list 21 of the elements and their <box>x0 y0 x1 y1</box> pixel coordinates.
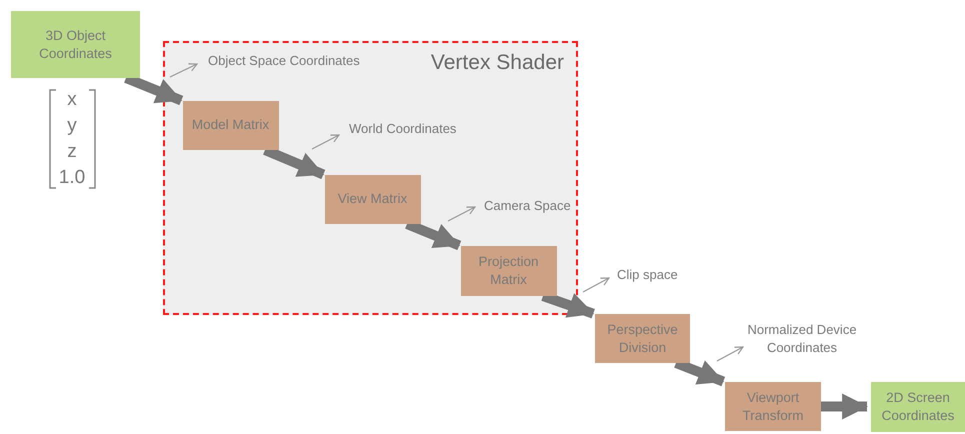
edge-label: Object Space Coordinates <box>208 52 361 70</box>
flow-arrow <box>821 394 868 420</box>
edge-label: Clip space <box>617 266 679 284</box>
edge-label: Camera Space <box>484 197 572 215</box>
vertex-shader-region <box>163 41 578 315</box>
process-box: Viewport Transform <box>725 382 821 431</box>
process-box: View Matrix <box>324 174 420 224</box>
edge-label: Normalized Device Coordinates <box>746 321 858 356</box>
process-box: Projection Matrix <box>460 246 556 296</box>
flow-arrow <box>674 358 726 386</box>
coordinates-box: 3D Object Coordinates <box>11 11 140 78</box>
process-box: Model Matrix <box>182 100 278 150</box>
vector-component: x <box>66 90 78 109</box>
edge-label: World Coordinates <box>349 120 458 138</box>
vector-component: z <box>66 142 78 161</box>
vector-component: 1.0 <box>58 168 86 187</box>
coordinates-box: 2D Screen Coordinates <box>871 382 965 432</box>
process-box: Perspective Division <box>595 314 690 363</box>
vector-component: y <box>66 116 78 135</box>
region-title: Vertex Shader <box>430 51 564 75</box>
flow-arrow <box>541 291 595 318</box>
